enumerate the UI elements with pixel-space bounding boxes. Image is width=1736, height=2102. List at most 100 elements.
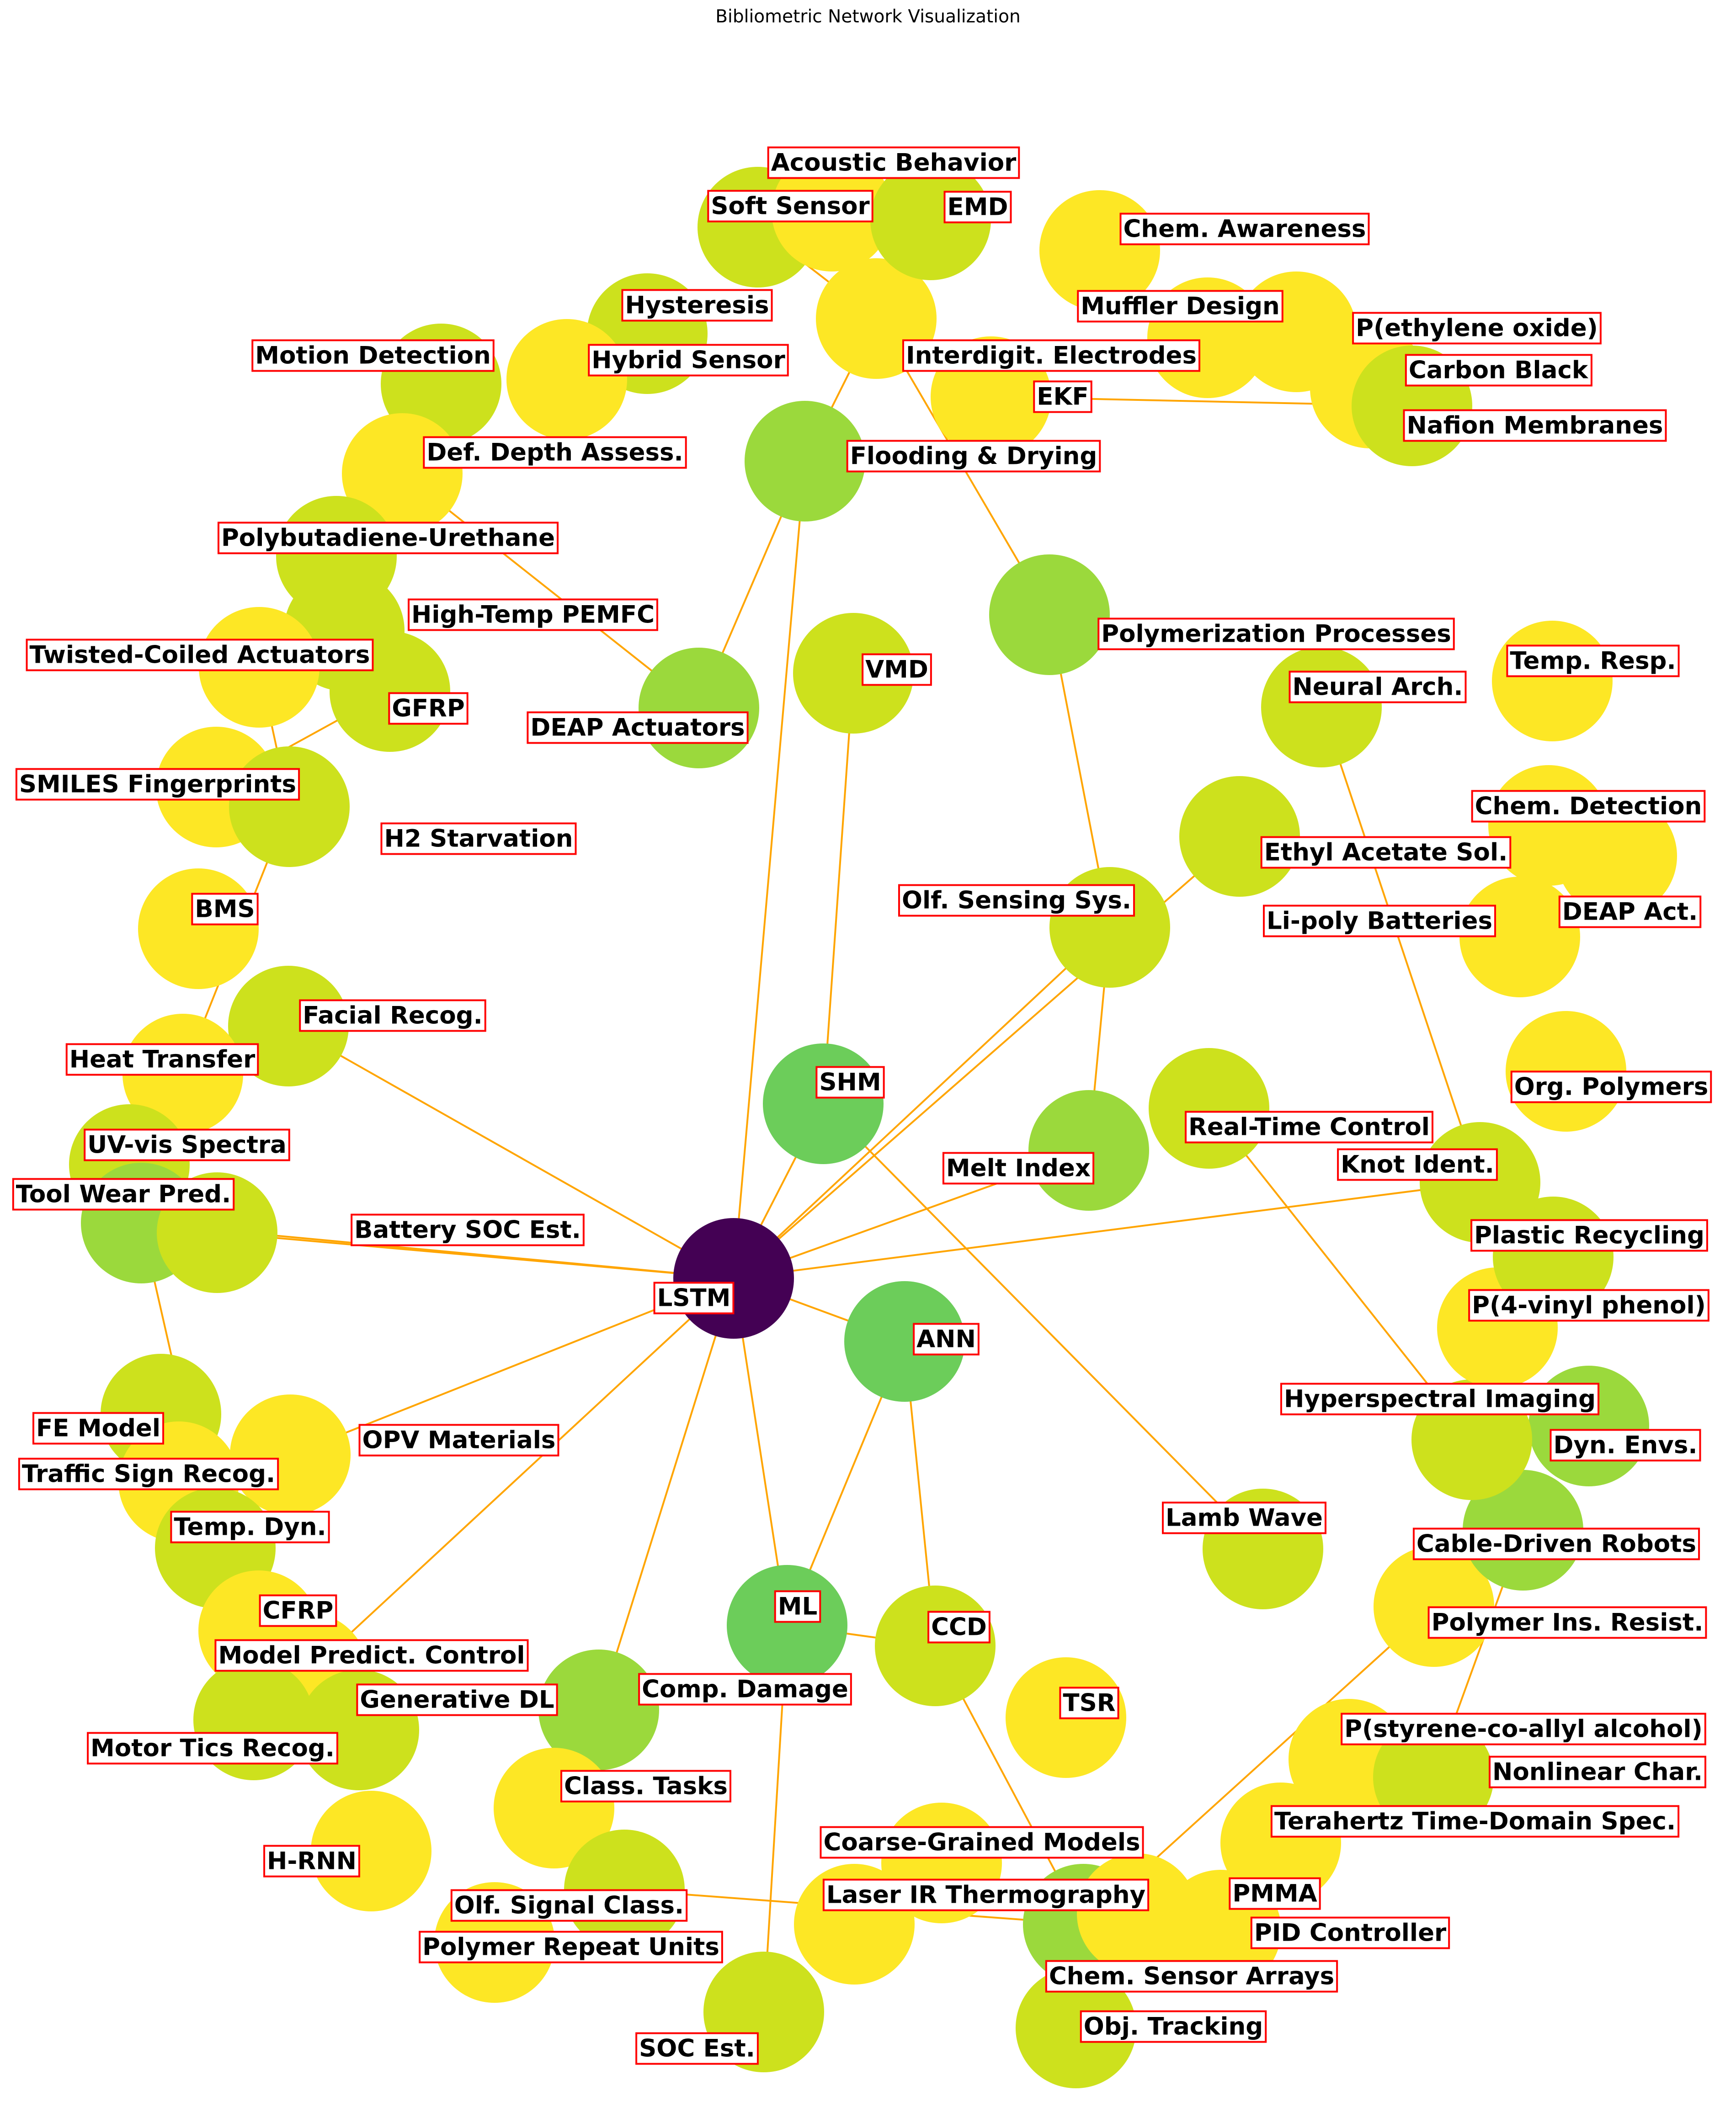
node-label-text: Battery SOC Est.	[354, 1216, 581, 1244]
node-label-UVvis: UV-vis Spectra	[84, 1128, 290, 1161]
node-label-box	[913, 1323, 980, 1356]
node-label-box	[1033, 380, 1092, 413]
node-HybridSensor[interactable]	[506, 319, 627, 440]
node-label-Twisted: Twisted-Coiled Actuators	[26, 639, 374, 671]
node-Flooding[interactable]	[745, 401, 865, 522]
node-label-TrafficSign: Traffic Sign Recog.	[18, 1458, 279, 1490]
node-RealTime[interactable]	[1149, 1048, 1269, 1169]
node-label-text: Traffic Sign Recog.	[22, 1460, 275, 1488]
node-label-PolyIns: Polymer Ins. Resist.	[1427, 1606, 1707, 1639]
node-label-ChemSensorArr: Chem. Sensor Arrays	[1045, 1960, 1338, 1993]
edge-LSTM-CompDamage	[598, 1278, 735, 1710]
node-BMS[interactable]	[138, 868, 259, 989]
node-label-VMD: VMD	[862, 653, 932, 686]
node-label-DEAPAct1: DEAP Actuators	[527, 711, 749, 744]
node-Polymerization[interactable]	[989, 554, 1110, 675]
node-label-box	[1289, 671, 1467, 703]
edge-KnotIdent-NeuralArch	[1321, 707, 1481, 1183]
node-label-TempDyn: Temp. Dyn.	[170, 1511, 330, 1543]
node-label-box	[927, 1611, 990, 1644]
node-label-text: Nafion Membranes	[1407, 412, 1663, 440]
node-label-ClassTasks: Class. Tasks	[560, 1770, 731, 1803]
node-label-text: Lamb Wave	[1166, 1504, 1323, 1532]
node-label-box	[767, 146, 1020, 179]
node-SHM[interactable]	[763, 1043, 884, 1164]
node-label-box	[1489, 1756, 1706, 1788]
node-label-box	[450, 1889, 688, 1922]
node-label-BatterySOC: Battery SOC Est.	[351, 1213, 585, 1246]
edge-SHM-LambWave	[822, 1103, 1264, 1550]
node-label-box	[32, 1412, 165, 1445]
node-label-ML: ML	[774, 1590, 821, 1623]
node-DEAPAct1[interactable]	[639, 648, 759, 768]
node-label-box	[1185, 1111, 1433, 1144]
node-label-text: Hysteresis	[625, 292, 769, 319]
node-label-box	[774, 1590, 821, 1623]
node-CompDamage[interactable]	[538, 1650, 659, 1770]
node-ML[interactable]	[727, 1565, 847, 1686]
node-label-CompDamage: Comp. Damage	[638, 1673, 852, 1706]
edge-SHM-VMD	[822, 673, 854, 1104]
node-label-text: CFRP	[263, 1597, 334, 1625]
node-label-PlasticRec: Plastic Recycling	[1470, 1219, 1708, 1252]
node-label-box	[815, 1066, 885, 1099]
node-label-box	[84, 1128, 290, 1161]
node-label-box	[299, 999, 486, 1032]
node-label-text: Coarse-Grained Models	[823, 1829, 1140, 1857]
node-label-box	[1280, 1383, 1600, 1416]
node-OPV[interactable]	[230, 1394, 351, 1515]
node-label-EthylAcetate: Ethyl Acetate Sol.	[1260, 836, 1512, 869]
node-label-box	[1352, 312, 1602, 345]
node-label-text: DEAP Act.	[1562, 898, 1698, 926]
node-label-text: VMD	[865, 656, 928, 684]
node-label-Polymerization: Polymerization Processes	[1097, 617, 1455, 650]
node-MeltIndex[interactable]	[1028, 1090, 1149, 1211]
node-label-text: EMD	[948, 193, 1008, 221]
node-LSTM[interactable]	[673, 1218, 794, 1339]
node-label-text: Laser IR Thermography	[826, 1881, 1145, 1909]
node-label-text: Polymer Repeat Units	[422, 1933, 719, 1961]
node-label-box	[846, 440, 1101, 473]
node-label-SoftSensor: Soft Sensor	[707, 190, 873, 223]
node-H2Starv[interactable]	[229, 746, 350, 867]
node-label-box	[214, 1639, 529, 1672]
node-label-TSR: TSR	[1059, 1687, 1119, 1719]
node-VMD[interactable]	[793, 613, 914, 734]
node-CCD[interactable]	[875, 1586, 996, 1706]
node-label-box	[820, 1826, 1144, 1859]
node-label-Nonlinear: Nonlinear Char.	[1489, 1756, 1706, 1788]
node-label-GFRP: GFRP	[388, 692, 469, 725]
node-ANN[interactable]	[844, 1281, 965, 1402]
node-EMD[interactable]	[870, 160, 991, 280]
node-label-text: Plastic Recycling	[1474, 1222, 1704, 1250]
node-TempResp[interactable]	[1492, 621, 1613, 741]
node-label-SHM: SHM	[815, 1066, 885, 1099]
node-label-box	[1468, 1289, 1709, 1322]
node-label-box	[822, 1878, 1150, 1911]
node-label-box	[560, 1770, 731, 1803]
node-label-text: EKF	[1037, 383, 1088, 411]
node-label-text: SMILES Fingerprints	[19, 771, 296, 798]
node-DEAPAct2[interactable]	[1556, 796, 1677, 916]
node-label-text: Cable-Driven Robots	[1416, 1530, 1696, 1558]
node-HRNN[interactable]	[311, 1791, 431, 1911]
node-label-LambWave: Lamb Wave	[1162, 1501, 1326, 1534]
node-ObjTracking[interactable]	[1016, 1968, 1136, 2088]
node-label-text: Dyn. Envs.	[1553, 1431, 1697, 1459]
node-label-text: Ethyl Acetate Sol.	[1264, 839, 1508, 867]
node-label-box	[1045, 1960, 1338, 1993]
node-label-text: PMMA	[1232, 1880, 1317, 1908]
node-label-text: Acoustic Behavior	[771, 149, 1017, 177]
edge-LSTM-MPC	[307, 1277, 735, 1674]
node-label-text: DEAP Actuators	[530, 714, 745, 742]
node-label-text: Tool Wear Pred.	[16, 1181, 231, 1208]
node-label-text: Knot Ident.	[1341, 1151, 1494, 1179]
node-label-text: SHM	[819, 1069, 881, 1096]
node-label-HighTemp: High-Temp PEMFC	[408, 598, 658, 631]
node-label-text: P(ethylene oxide)	[1356, 314, 1598, 342]
node-NeuralArch[interactable]	[1261, 647, 1382, 767]
node-label-Flooding: Flooding & Drying	[846, 440, 1101, 473]
node-label-FEModel: FE Model	[32, 1412, 165, 1445]
node-label-ChemDetection: Chem. Detection	[1471, 790, 1706, 823]
